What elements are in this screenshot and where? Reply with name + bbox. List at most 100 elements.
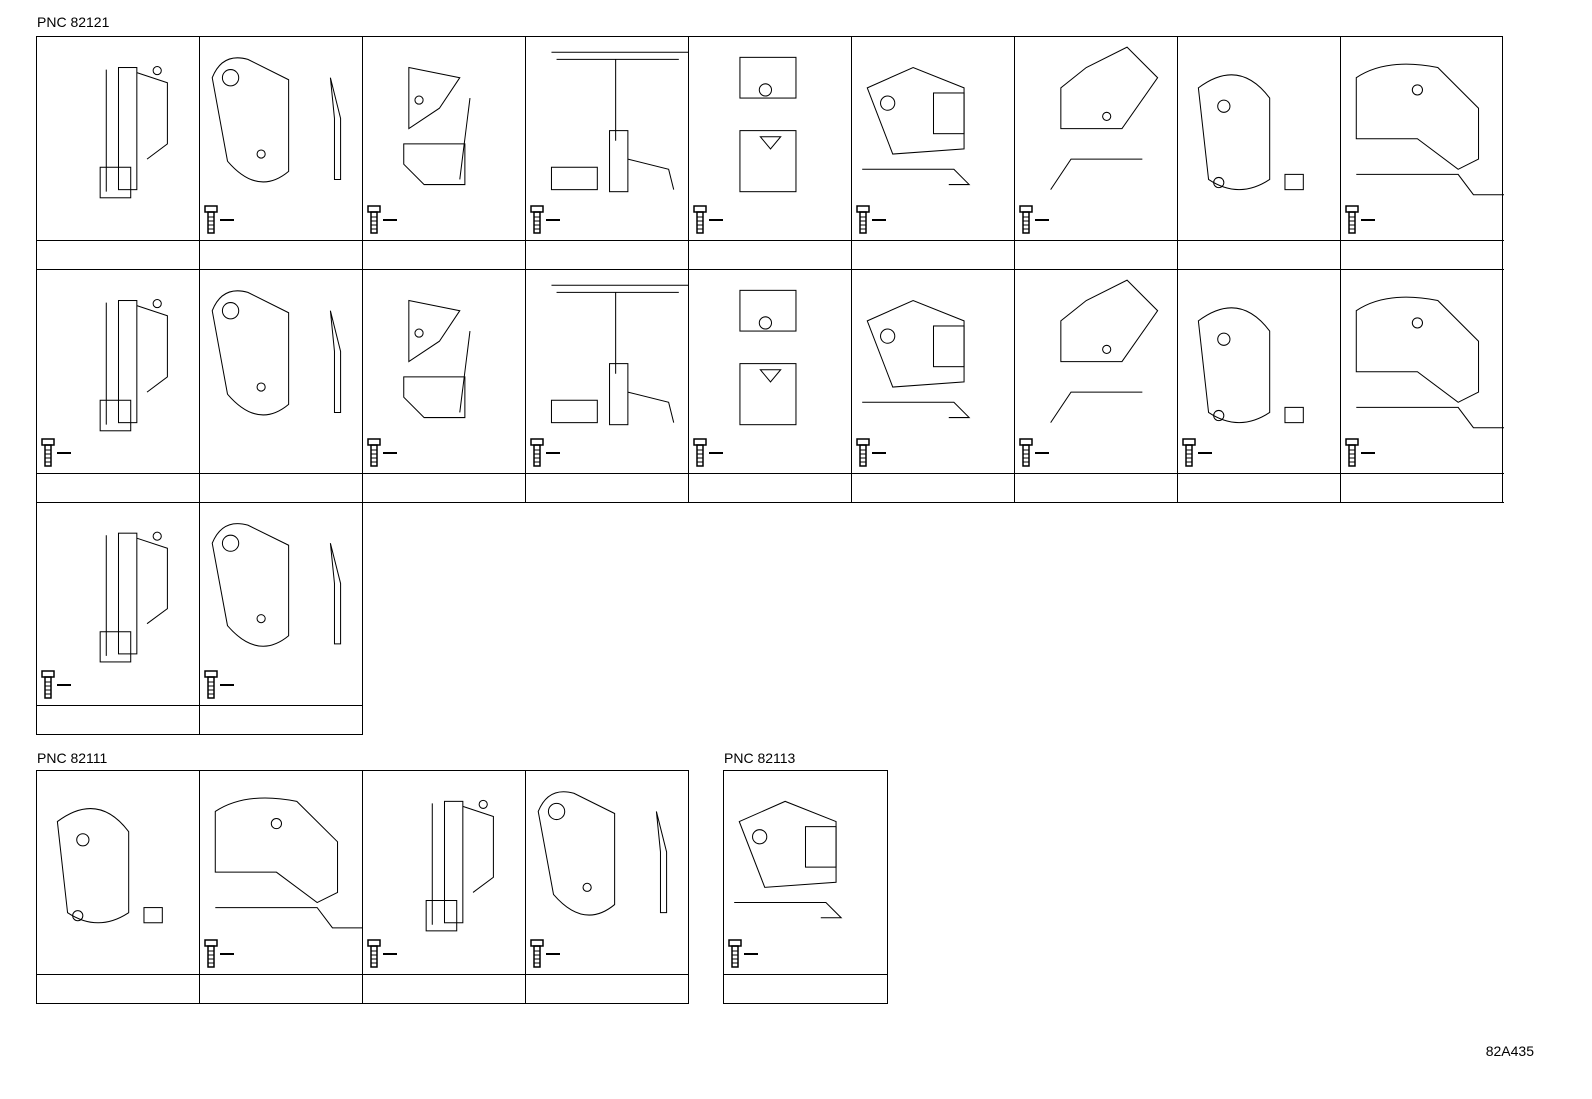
- part-cell[interactable]: [526, 37, 689, 270]
- part-cell[interactable]: [363, 37, 526, 270]
- bolt-callout: [204, 203, 236, 237]
- bracket-drawing: [550, 51, 689, 193]
- bolt-icon: [1019, 438, 1033, 467]
- bracket-drawing: [862, 66, 971, 186]
- part-cell[interactable]: [724, 771, 887, 1003]
- part-cell[interactable]: [1015, 270, 1178, 503]
- leader-line: [57, 684, 71, 686]
- part-cell[interactable]: [1341, 37, 1504, 270]
- part-number: [37, 974, 199, 1003]
- bolt-callout: [41, 436, 73, 470]
- leader-line: [546, 953, 560, 955]
- part-cell[interactable]: [689, 270, 852, 503]
- diagram-code: 82A435: [1485, 1043, 1534, 1059]
- leader-line: [872, 452, 886, 454]
- bracket-drawing: [537, 791, 668, 916]
- part-cell[interactable]: [526, 270, 689, 503]
- part-cell[interactable]: [37, 771, 200, 1003]
- bolt-callout: [1345, 436, 1377, 470]
- leader-line: [1361, 452, 1375, 454]
- part-number: [37, 473, 199, 502]
- leader-line: [1035, 219, 1049, 221]
- leader-line: [1361, 219, 1375, 221]
- bolt-icon: [367, 205, 381, 234]
- bracket-drawing: [214, 797, 363, 929]
- part-number: [363, 974, 525, 1003]
- part-cell[interactable]: [200, 503, 363, 734]
- part-number: [200, 705, 363, 734]
- leader-line: [220, 684, 234, 686]
- part-cell[interactable]: [1015, 37, 1178, 270]
- bolt-icon: [693, 205, 707, 234]
- leader-line: [1035, 452, 1049, 454]
- bracket-drawing: [211, 290, 342, 416]
- pnc-label-82111: PNC 82111: [37, 750, 108, 766]
- part-cell[interactable]: [1178, 37, 1341, 270]
- bolt-icon: [204, 939, 218, 968]
- bolt-icon: [204, 205, 218, 234]
- leader-line: [1198, 452, 1212, 454]
- bracket-drawing: [1197, 74, 1304, 191]
- bolt-callout: [693, 203, 725, 237]
- part-number: [1341, 240, 1504, 269]
- leader-line: [872, 219, 886, 221]
- bolt-callout: [1345, 203, 1377, 237]
- bracket-drawing: [99, 66, 168, 199]
- bracket-drawing: [425, 799, 494, 932]
- bolt-icon: [530, 205, 544, 234]
- part-number: [526, 974, 689, 1003]
- bolt-callout: [204, 937, 236, 971]
- part-cell[interactable]: [37, 503, 200, 734]
- bolt-callout: [367, 937, 399, 971]
- part-number: [200, 974, 362, 1003]
- part-cell[interactable]: [526, 771, 689, 1003]
- part-cell[interactable]: [363, 771, 526, 1003]
- leader-line: [709, 219, 723, 221]
- bolt-icon: [1182, 438, 1196, 467]
- bracket-drawing: [56, 808, 163, 924]
- bolt-icon: [204, 670, 218, 699]
- bolt-callout: [693, 436, 725, 470]
- leader-line: [220, 219, 234, 221]
- bolt-icon: [530, 438, 544, 467]
- part-number: [200, 240, 362, 269]
- bracket-drawing: [739, 289, 797, 426]
- part-cell[interactable]: [1341, 270, 1504, 503]
- bolt-callout: [367, 203, 399, 237]
- bolt-callout: [41, 668, 73, 702]
- bracket-drawing: [739, 56, 797, 193]
- bolt-icon: [1345, 205, 1359, 234]
- part-cell[interactable]: [200, 771, 363, 1003]
- bolt-icon: [1019, 205, 1033, 234]
- bolt-icon: [41, 438, 55, 467]
- part-cell[interactable]: [852, 270, 1015, 503]
- bolt-icon: [1345, 438, 1359, 467]
- part-cell[interactable]: [200, 270, 363, 503]
- part-cell[interactable]: [37, 37, 200, 270]
- part-cell[interactable]: [37, 270, 200, 503]
- bracket-drawing: [99, 531, 168, 663]
- bolt-icon: [856, 205, 870, 234]
- leader-line: [744, 953, 758, 955]
- bolt-callout: [1019, 203, 1051, 237]
- bracket-drawing: [1355, 296, 1504, 429]
- bolt-callout: [530, 203, 562, 237]
- part-cell[interactable]: [852, 37, 1015, 270]
- bracket-drawing: [211, 57, 342, 183]
- part-number: [363, 473, 525, 502]
- bracket-drawing: [99, 299, 168, 432]
- part-number: [852, 240, 1014, 269]
- part-number: [526, 473, 688, 502]
- part-cell[interactable]: [200, 37, 363, 270]
- bolt-callout: [367, 436, 399, 470]
- part-cell[interactable]: [363, 270, 526, 503]
- bolt-callout: [530, 436, 562, 470]
- leader-line: [546, 219, 560, 221]
- bolt-icon: [367, 438, 381, 467]
- bolt-callout: [1182, 436, 1214, 470]
- part-cell[interactable]: [1178, 270, 1341, 503]
- part-cell[interactable]: [689, 37, 852, 270]
- bolt-callout: [856, 436, 888, 470]
- bolt-icon: [367, 939, 381, 968]
- bracket-drawing: [1050, 46, 1159, 190]
